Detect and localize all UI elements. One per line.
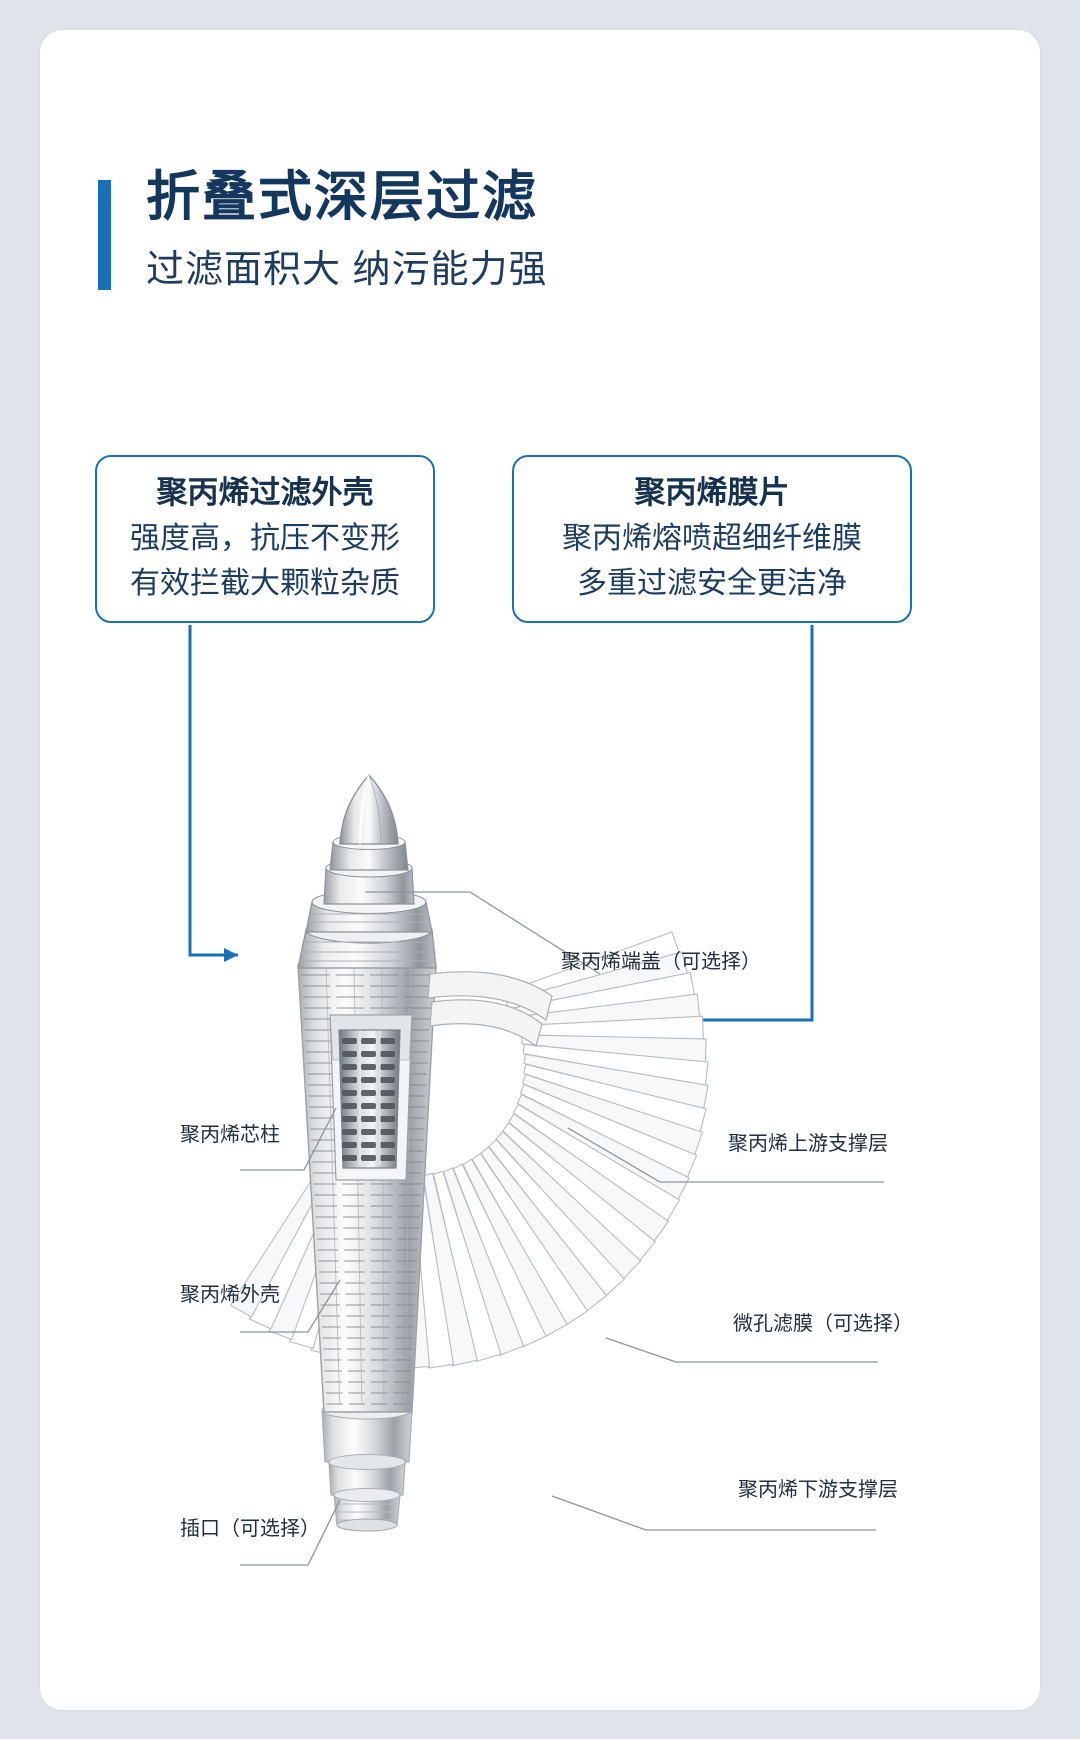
callout-filter-shell-line1: 强度高，抗压不变形 xyxy=(130,521,400,555)
page-title: 折叠式深层过滤 xyxy=(146,167,538,227)
callout-filter-shell-line2: 有效拦截大颗粒杂质 xyxy=(130,566,400,600)
leader-lines xyxy=(240,891,884,1566)
socket-assembly xyxy=(321,1400,413,1532)
filter-cartridge-illustration xyxy=(230,774,884,1566)
label-microporous-membrane: 微孔滤膜（可选择） xyxy=(733,1313,913,1335)
product-card: 折叠式深层过滤 过滤面积大 纳污能力强 聚丙烯过滤外壳 强度高，抗压不变形 有效… xyxy=(40,30,1040,1710)
callout-membrane-sheet: 聚丙烯膜片 聚丙烯熔喷超细纤维膜 多重过滤安全更洁净 xyxy=(512,455,912,623)
core-column xyxy=(338,1029,401,1169)
callout-filter-shell-title: 聚丙烯过滤外壳 xyxy=(156,475,374,510)
label-core: 聚丙烯芯柱 xyxy=(180,1124,280,1146)
label-upstream-support: 聚丙烯上游支撑层 xyxy=(728,1133,888,1155)
label-downstream-support: 聚丙烯下游支撑层 xyxy=(738,1479,898,1501)
media-top-strap xyxy=(427,971,553,1048)
end-cap xyxy=(323,774,415,905)
label-end-cap: 聚丙烯端盖（可选择） xyxy=(561,951,761,973)
callout-membrane-sheet-title: 聚丙烯膜片 xyxy=(634,475,790,510)
label-outer-shell: 聚丙烯外壳 xyxy=(180,1284,280,1306)
callout-membrane-sheet-line2: 多重过滤安全更洁净 xyxy=(577,566,847,600)
callout-membrane-sheet-line1: 聚丙烯熔喷超细纤维膜 xyxy=(562,521,862,555)
page-subtitle: 过滤面积大 纳污能力强 xyxy=(146,249,548,291)
accent-bar xyxy=(98,180,111,290)
callout-filter-shell: 聚丙烯过滤外壳 强度高，抗压不变形 有效拦截大颗粒杂质 xyxy=(95,455,435,623)
label-socket: 插口（可选择） xyxy=(180,1518,320,1540)
